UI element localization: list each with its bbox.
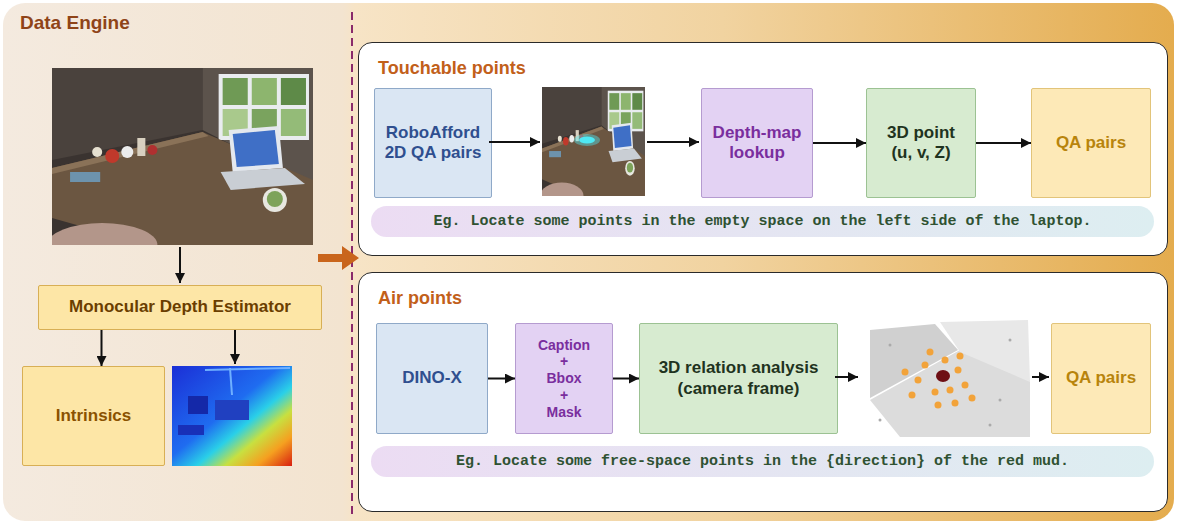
cloud-dot — [1009, 339, 1012, 342]
pipeline-panel: Air pointsDINO-X Caption + Bbox + Mask 3D … — [358, 272, 1168, 512]
cloud-point — [922, 362, 929, 369]
node-text: QA pairs — [1056, 133, 1126, 153]
node-text: Intrinsics — [56, 406, 132, 426]
process-box: 3D point (u, v, Z) — [866, 88, 976, 198]
flow-connector — [976, 142, 1031, 144]
flow-connector — [813, 142, 866, 144]
estimator-box: Monocular Depth Estimator — [38, 285, 322, 330]
flow-connector — [613, 378, 639, 380]
cloud-point — [955, 367, 962, 374]
node-text: DINO-X — [402, 368, 462, 388]
panel-heading: Data Engine — [20, 12, 130, 34]
engine-panel: Data EngineMonocular Depth EstimatorIntr… — [3, 3, 1174, 521]
depth-map-edge — [205, 368, 290, 370]
flow-arrow — [647, 141, 699, 143]
section-divider — [351, 12, 353, 514]
afford-highlight — [574, 134, 600, 146]
afford-highlight — [579, 137, 595, 144]
source-box: DINO-X — [376, 323, 488, 434]
intrinsics-box: Intrinsics — [22, 366, 165, 466]
example-query: Locate some free-space points in the {di… — [493, 453, 1069, 470]
cloud-dot — [999, 399, 1002, 402]
cloud-point — [927, 349, 934, 356]
cloud-dot — [989, 424, 992, 427]
process-box: Depth-map lookup — [701, 88, 813, 198]
depth-map — [172, 366, 292, 466]
output-box: QA pairs — [1031, 88, 1151, 198]
cloud-dot — [879, 419, 882, 422]
cloud-point — [962, 382, 969, 389]
depth-map-object — [188, 396, 208, 414]
example-pill: Eg. Locate some points in the empty space… — [371, 206, 1154, 237]
cloud-point — [902, 369, 909, 376]
point-cloud — [870, 320, 1030, 437]
cloud-point — [932, 389, 939, 396]
cloud-point — [957, 353, 964, 360]
node-text: RoboAfford 2D QA pairs — [379, 123, 487, 164]
panel-heading: Air points — [378, 288, 462, 309]
cloud-point — [935, 402, 942, 409]
flow-connector — [101, 330, 103, 366]
flow-connector — [488, 378, 515, 380]
cloud-dot — [889, 344, 892, 347]
example-prefix: Eg. — [433, 213, 460, 230]
depth-map-field — [172, 366, 292, 466]
node-text: Monocular Depth Estimator — [69, 297, 291, 317]
panel-heading: Touchable points — [378, 58, 526, 79]
scene-photo — [47, 68, 313, 267]
example-pill: Eg. Locate some free-space points in the … — [371, 446, 1154, 477]
flow-arrow — [179, 247, 181, 283]
output-box: QA pairs — [1051, 323, 1151, 434]
cloud-point — [909, 392, 916, 399]
transfer-arrow — [318, 246, 359, 270]
cloud-point — [947, 387, 954, 394]
example-query: Locate some points in the empty space on… — [470, 213, 1091, 230]
target-object — [936, 370, 950, 382]
cloud-wall — [940, 320, 1030, 382]
scene-photo-small — [540, 87, 645, 210]
cloud-floor — [870, 350, 1030, 437]
cloud-point — [942, 357, 949, 364]
depth-map-edge — [230, 368, 232, 395]
pipeline-panel: Touchable pointsRoboAfford 2D QA pairs De… — [358, 42, 1168, 256]
flow-arrow — [1032, 376, 1049, 378]
flow-arrow — [234, 330, 236, 364]
process-box: Caption + Bbox + Mask — [515, 323, 613, 434]
example-prefix: Eg. — [456, 453, 483, 470]
depth-map-object — [178, 425, 204, 435]
cloud-point — [969, 395, 976, 402]
source-box: RoboAfford 2D QA pairs — [374, 88, 492, 198]
cloud-wall — [870, 324, 958, 398]
node-text: Caption + Bbox + Mask — [520, 337, 608, 421]
node-text: 3D relation analysis (camera frame) — [644, 358, 833, 399]
process-box: 3D relation analysis (camera frame) — [639, 323, 838, 434]
cloud-point — [952, 400, 959, 407]
depth-map-object — [215, 400, 249, 420]
flow-arrow — [835, 376, 858, 378]
node-text: Depth-map lookup — [706, 123, 808, 164]
cloud-point — [915, 377, 922, 384]
flow-arrow — [489, 141, 540, 143]
node-text: QA pairs — [1066, 368, 1136, 388]
node-text: 3D point (u, v, Z) — [879, 123, 963, 164]
